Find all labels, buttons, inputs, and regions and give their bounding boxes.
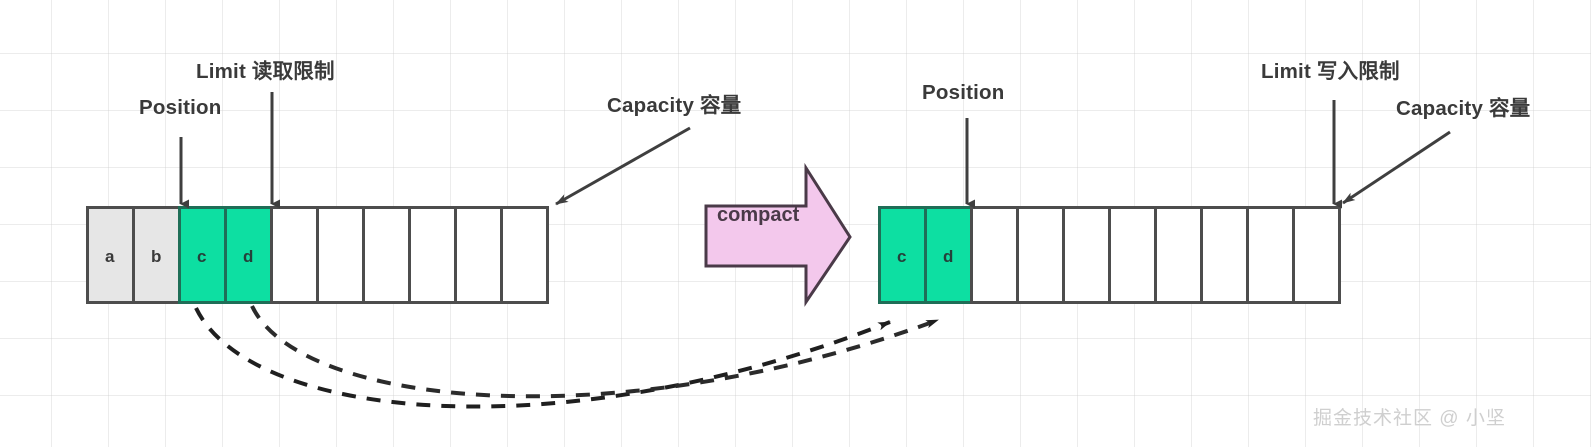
buffer-cell-empty: [1154, 206, 1203, 304]
compact-arrow-shape: [704, 162, 852, 307]
limit-label-left: Limit 读取限制: [196, 60, 335, 83]
buffer-cell-empty: [1016, 206, 1065, 304]
buffer-cell-empty: [970, 206, 1019, 304]
buffer-cell-empty: [408, 206, 457, 304]
capacity-label-left: Capacity 容量: [607, 94, 742, 117]
capacity-label-right: Capacity 容量: [1396, 97, 1531, 120]
move-arrow-c: [194, 307, 891, 409]
buffer-cell-b: [132, 206, 181, 304]
position-label-right: Position: [922, 81, 1005, 104]
buffer-cell-empty: [316, 206, 365, 304]
cell-label-a-left: a: [105, 247, 115, 266]
buffer-cell-empty: [1246, 206, 1295, 304]
cell-label-b-left: b: [151, 247, 162, 266]
move-arrow-d: [250, 305, 939, 399]
after-compact-buffer: [878, 206, 1341, 304]
limit-label-right: Limit 写入限制: [1261, 60, 1400, 83]
buffer-cell-c: [878, 206, 927, 304]
capacity-pointer-arrow-left: [555, 126, 691, 206]
buffer-cell-empty: [500, 206, 549, 304]
cell-label-d-right: d: [943, 247, 954, 266]
buffer-cell-empty: [1292, 206, 1341, 304]
cell-label-d-left: d: [243, 247, 254, 266]
capacity-pointer-arrow-right: [1342, 130, 1451, 205]
compact-arrow-label: compact: [717, 204, 800, 226]
watermark: 掘金技术社区 @ 小坚: [1313, 408, 1506, 429]
cell-label-c-left: c: [197, 247, 207, 266]
buffer-cell-a: [86, 206, 135, 304]
cell-label-c-right: c: [897, 247, 907, 266]
buffer-cell-c: [178, 206, 227, 304]
buffer-cell-empty: [270, 206, 319, 304]
buffer-cell-empty: [1108, 206, 1157, 304]
before-compact-buffer: [86, 206, 549, 304]
buffer-cell-empty: [1200, 206, 1249, 304]
buffer-cell-empty: [454, 206, 503, 304]
buffer-cell-empty: [362, 206, 411, 304]
buffer-cell-empty: [1062, 206, 1111, 304]
position-label-left: Position: [139, 96, 222, 119]
